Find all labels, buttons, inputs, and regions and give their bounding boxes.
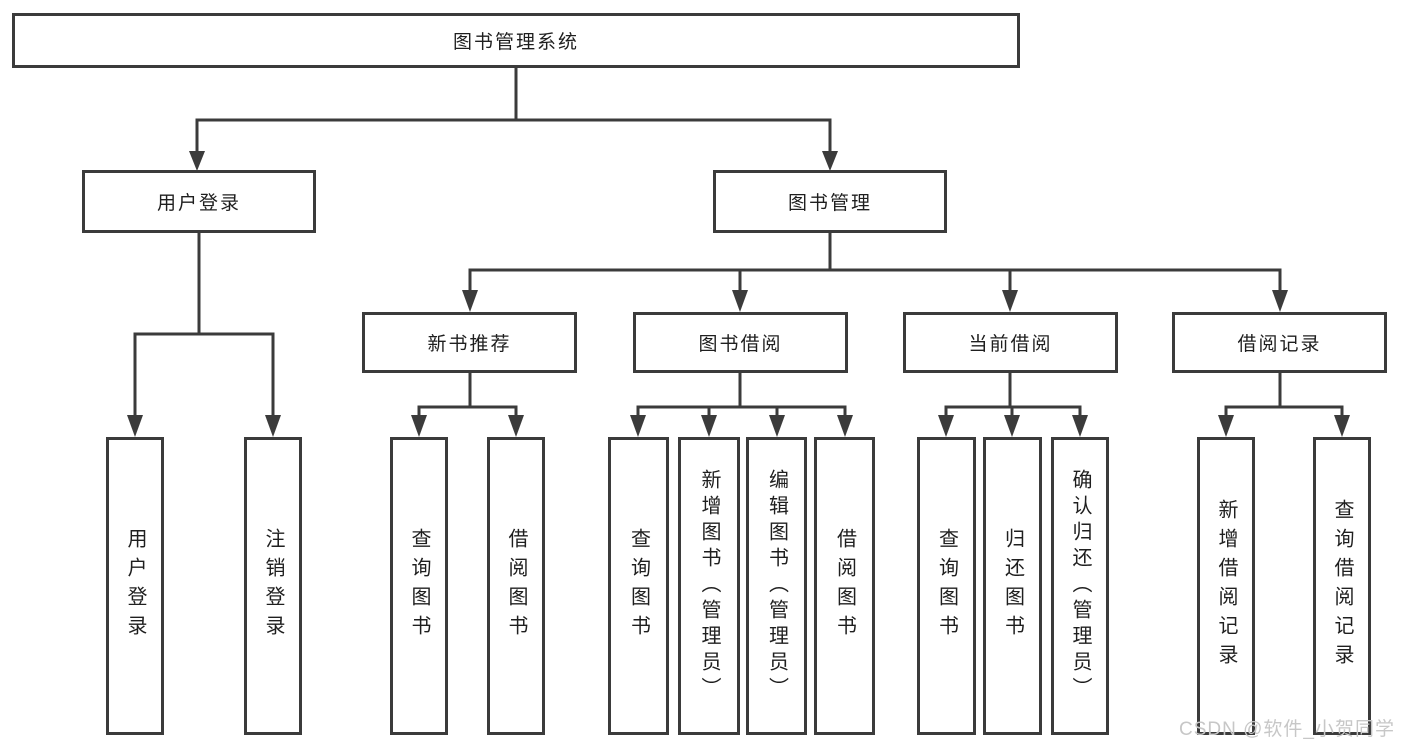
- node-borrowing-records: 借阅记录: [1172, 312, 1387, 373]
- leaf-bb-edit-books-admin: 编辑图书（管理员）: [746, 437, 807, 735]
- node-label: 用户登录: [156, 193, 241, 214]
- node-label: 借阅记录: [1237, 334, 1322, 355]
- leaf-br-add-borrow-record: 新增借阅记录: [1197, 437, 1255, 735]
- node-book-borrowing: 图书借阅: [633, 312, 848, 373]
- connector-root-to-branches: [189, 68, 838, 171]
- connector-current-borrowing-to-leaves: [938, 373, 1088, 437]
- node-label: 当前借阅: [968, 334, 1053, 355]
- leaf-bb-add-books-admin: 新增图书（管理员）: [678, 437, 740, 735]
- node-label: 新书推荐: [427, 334, 512, 355]
- leaf-bb-query-books: 查询图书: [608, 437, 669, 735]
- connector-user-login-to-leaves: [127, 233, 281, 437]
- leaf-bb-borrow-books: 借阅图书: [814, 437, 875, 735]
- leaf-label: 归还图书: [1001, 528, 1024, 644]
- leaf-label: 编辑图书（管理员）: [765, 469, 788, 703]
- watermark: CSDN @软件_小贺同学: [1179, 719, 1395, 740]
- connector-new-book-recommendation-to-leaves: [411, 373, 524, 437]
- leaf-label: 新增借阅记录: [1215, 499, 1237, 673]
- node-book-management: 图书管理: [713, 170, 947, 233]
- leaf-label: 借阅图书: [833, 528, 856, 644]
- leaf-label: 查询借阅记录: [1331, 499, 1353, 673]
- leaf-cb-confirm-return-admin: 确认归还（管理员）: [1051, 437, 1109, 735]
- node-current-borrowing: 当前借阅: [903, 312, 1118, 373]
- leaf-label: 注销登录: [262, 528, 284, 644]
- leaf-user-login: 用户登录: [106, 437, 164, 735]
- leaf-label: 用户登录: [124, 528, 146, 644]
- connector-book-borrowing-to-leaves: [630, 373, 853, 437]
- node-user-login: 用户登录: [82, 170, 316, 233]
- leaf-cb-return-books: 归还图书: [983, 437, 1042, 735]
- node-label: 图书管理: [787, 193, 872, 214]
- leaf-label: 查询图书: [935, 528, 958, 644]
- leaf-label: 借阅图书: [505, 528, 527, 644]
- leaf-label: 查询图书: [408, 528, 430, 644]
- leaf-label: 查询图书: [627, 528, 650, 644]
- leaf-nbr-borrow-books: 借阅图书: [487, 437, 545, 735]
- node-label: 图书管理系统: [452, 32, 579, 53]
- leaf-label: 新增图书（管理员）: [698, 469, 720, 703]
- leaf-cb-query-books: 查询图书: [917, 437, 976, 735]
- leaf-br-query-borrow-record: 查询借阅记录: [1313, 437, 1371, 735]
- connector-book-management-to-sections: [462, 233, 1288, 312]
- connector-borrowing-records-to-leaves: [1218, 373, 1350, 437]
- leaf-label: 确认归还（管理员）: [1069, 469, 1091, 703]
- node-new-book-recommendation: 新书推荐: [362, 312, 577, 373]
- leaf-nbr-query-books: 查询图书: [390, 437, 448, 735]
- node-label: 图书借阅: [698, 334, 783, 355]
- leaf-logout-login: 注销登录: [244, 437, 302, 735]
- node-library-management-system: 图书管理系统: [12, 13, 1020, 68]
